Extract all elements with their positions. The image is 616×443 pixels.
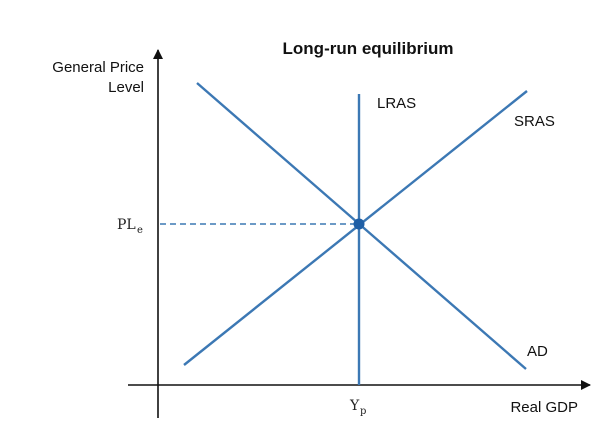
diagram-title: Long-run equilibrium [283,39,454,58]
equilibrium-price-label-sub: e [137,225,143,236]
potential-output-label-main: Y [349,398,360,414]
equilibrium-point [353,218,365,230]
x-axis-label: Real GDP [510,399,578,416]
equilibrium-price-label-main: PL [117,217,136,233]
potential-output-label-sub: p [360,406,366,417]
y-axis-label-line1: General Price [52,59,144,76]
ad-label: AD [527,343,548,360]
sras-label: SRAS [514,113,555,130]
y-axis-label-line2: Level [108,79,144,96]
lras-label: LRAS [377,95,416,112]
